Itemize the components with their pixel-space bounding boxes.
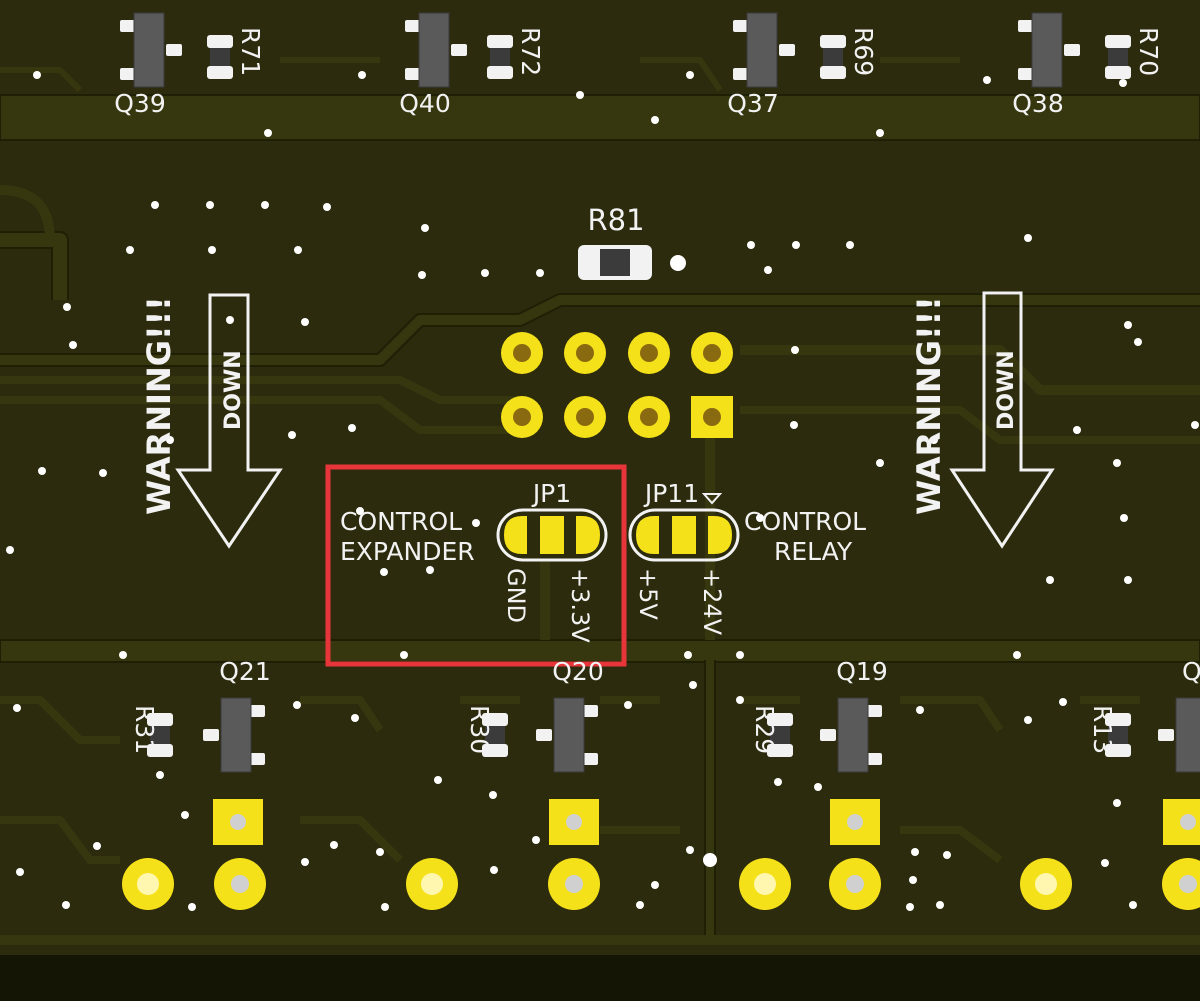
ref-label: JP11 [643, 479, 699, 508]
pin-label-left: GND [502, 568, 530, 623]
resistor-r72: R72 [487, 27, 545, 79]
pin-label-right: +24V [698, 568, 726, 636]
board-edge-band [0, 955, 1200, 1001]
header-2x4 [501, 332, 733, 438]
transistor-q37: Q37 [727, 12, 796, 118]
pin-label-right: +3.3V [566, 568, 594, 643]
arrow-label: DOWN [994, 350, 1019, 430]
jumper-jp1[interactable]: JP1 CONTROL EXPANDER GND +3.3V [340, 479, 608, 643]
ref-label: Q20 [552, 657, 604, 686]
label-line1: CONTROL [340, 507, 462, 536]
arrow-label: DOWN [221, 350, 246, 430]
label-line2: RELAY [774, 537, 853, 566]
ref-label: Q [1182, 657, 1200, 686]
ref-label: Q39 [114, 89, 166, 118]
ref-label: R30 [465, 705, 494, 754]
label-line2: EXPANDER [340, 537, 475, 566]
ref-label: R29 [750, 705, 779, 754]
resistor-r71: R71 [207, 27, 265, 79]
resistor-r70: R70 [1105, 27, 1163, 79]
ref-label: R81 [587, 203, 644, 237]
down-arrow-icon [949, 291, 1055, 549]
down-arrow-icon [175, 293, 283, 549]
ref-label: R31 [130, 705, 159, 754]
warning-text: WARNING!!! [140, 296, 178, 515]
pin1-marker-icon [701, 493, 723, 505]
via-dots [6, 71, 1199, 911]
resistor-r31: R31 [130, 705, 173, 757]
jumper-jp11[interactable]: JP11 CONTROL RELAY +5V +24V [628, 479, 866, 636]
pin-label-left: +5V [634, 568, 662, 620]
warning-left: WARNING!!! DOWN [140, 293, 283, 549]
label-line1: CONTROL [744, 507, 866, 536]
transistor-q19: Q19 [819, 657, 888, 773]
ref-label: JP1 [531, 479, 571, 508]
ref-label: Q40 [399, 89, 451, 118]
ref-label: R72 [516, 27, 545, 76]
transistor-q39: Q39 [114, 12, 183, 118]
ref-label: R69 [849, 27, 878, 76]
resistor-r29: R29 [750, 705, 793, 757]
resistor-r81: R81 [578, 203, 652, 280]
ref-label: Q21 [219, 657, 271, 686]
transistor-q20: Q20 [535, 657, 604, 773]
ref-label: Q37 [727, 89, 779, 118]
ref-label: R71 [236, 27, 265, 76]
resistor-r13: R13 [1088, 705, 1131, 757]
led-row [122, 799, 1200, 910]
transistor-q21: Q21 [202, 657, 271, 773]
highlight-box [325, 464, 627, 667]
warning-right: WARNING!!! DOWN [910, 291, 1055, 549]
transistor-partial: Q [1157, 657, 1200, 773]
resistor-r30: R30 [465, 705, 508, 757]
resistor-r69: R69 [820, 27, 878, 79]
transistor-q38: Q38 [1012, 12, 1081, 118]
warning-text: WARNING!!! [910, 296, 948, 515]
ref-label: R13 [1088, 705, 1117, 754]
ref-label: Q38 [1012, 89, 1064, 118]
transistor-q40: Q40 [399, 12, 468, 118]
ref-label: R70 [1134, 27, 1163, 76]
ref-label: Q19 [836, 657, 888, 686]
